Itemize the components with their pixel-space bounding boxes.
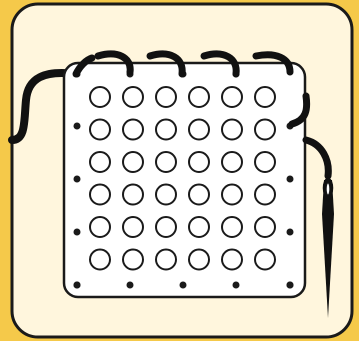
thread-loop [252, 51, 294, 76]
grid-hole [221, 183, 243, 206]
grid-hole [188, 86, 210, 108]
edge-hole-left [73, 122, 81, 130]
grid-hole [122, 118, 144, 141]
edge-hole-right [286, 175, 294, 183]
edge-hole-bottom [232, 281, 240, 289]
grid-hole [122, 216, 144, 238]
grid-hole [188, 216, 210, 238]
grid-hole [188, 151, 210, 173]
grid-hole [89, 118, 111, 141]
thread-loop [146, 50, 186, 78]
grid-hole [221, 118, 243, 141]
thread-loop [72, 54, 96, 78]
grid-hole [155, 118, 177, 141]
grid-hole [155, 248, 177, 271]
grid-hole [221, 248, 243, 271]
thread-right [288, 92, 332, 180]
grid-hole [221, 86, 243, 108]
grid-hole [89, 86, 111, 108]
thread-left [8, 69, 80, 144]
grid-hole [89, 151, 111, 173]
grid-hole [254, 248, 276, 271]
grid-hole [155, 216, 177, 238]
thread-top-loops [72, 50, 294, 78]
grid-hole [221, 151, 243, 173]
grid-hole [122, 151, 144, 173]
edge-hole-left [73, 175, 81, 183]
grid-hole [221, 216, 243, 238]
grid-hole [122, 248, 144, 271]
grid-hole [155, 151, 177, 173]
grid-hole [254, 151, 276, 173]
hole-grid [89, 86, 276, 271]
needle-icon [322, 177, 334, 318]
edge-hole-left [73, 228, 81, 236]
grid-hole [122, 183, 144, 206]
grid-hole [89, 216, 111, 238]
grid-hole [254, 118, 276, 141]
grid-hole [122, 86, 144, 108]
sewing-card [62, 61, 307, 299]
edge-hole-right [286, 228, 294, 236]
edge-hole-bottom [286, 281, 294, 289]
grid-hole [188, 248, 210, 271]
grid-hole [89, 248, 111, 271]
needle-eye-hole [325, 182, 331, 196]
grid-hole [155, 183, 177, 206]
needle-shaft [322, 180, 334, 318]
thread-loop [200, 50, 240, 78]
grid-hole [254, 216, 276, 238]
edge-hole-bottom [179, 281, 187, 289]
grid-hole [254, 183, 276, 206]
edge-hole-bottom [73, 281, 81, 289]
grid-hole [89, 183, 111, 206]
edge-hole-bottom [126, 281, 134, 289]
grid-hole [155, 86, 177, 108]
grid-hole [188, 183, 210, 206]
grid-hole [254, 86, 276, 108]
thread-loop [94, 50, 134, 76]
grid-hole [188, 118, 210, 141]
